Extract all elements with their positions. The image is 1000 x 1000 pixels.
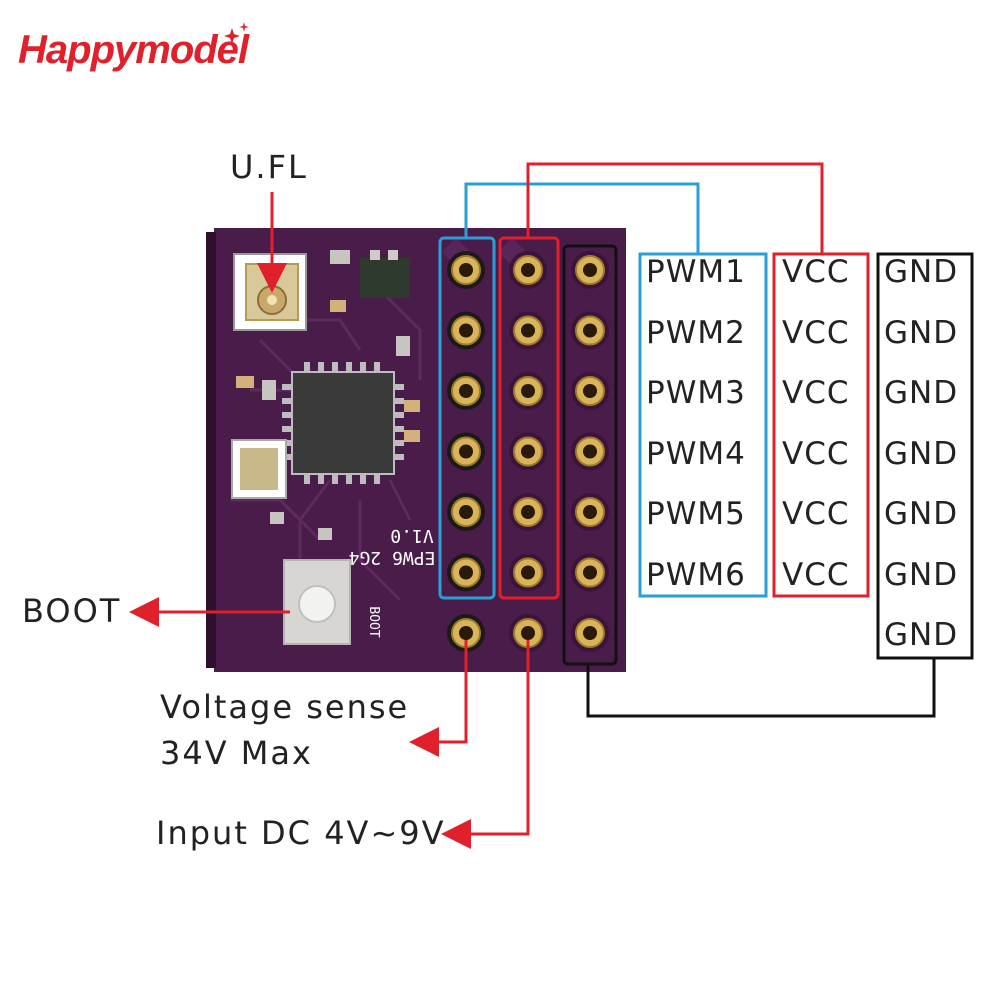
voltage-sense-arrow — [409, 640, 468, 757]
silkscreen: V1.0 EPW6 2G4 BOOT — [349, 525, 436, 638]
vcc-pin-hole — [521, 384, 535, 398]
smd-components — [236, 250, 420, 540]
vcc-pin-hole — [521, 565, 535, 580]
gnd-pin-label: GND — [884, 254, 959, 290]
vcc-label-box — [772, 252, 870, 598]
gnd-pin-label: GND — [884, 314, 959, 351]
silkscreen-version: V1.0 — [390, 525, 433, 546]
pwm-connector-line — [464, 182, 700, 254]
vcc-pin-label: VCC — [782, 556, 850, 593]
pwm-pin-hole — [459, 505, 473, 519]
gnd-pin-label: GND — [884, 375, 959, 411]
gnd-pin-label: GND — [884, 435, 959, 472]
pwm-label-box — [638, 252, 768, 598]
gnd-label-box — [876, 252, 974, 660]
pwm-pin-label: PWM3 — [646, 375, 746, 411]
crystal — [231, 439, 287, 499]
gnd-pin-hole — [583, 444, 597, 459]
gnd-pin-label: GND — [884, 617, 959, 653]
vcc-pin-label: VCC — [782, 435, 850, 472]
pwm-pin-hole — [459, 384, 473, 398]
gnd-connector-line — [586, 658, 936, 718]
vcc-pin-hole — [521, 263, 535, 277]
input-dc-label: Input DC 4V~9V — [156, 814, 446, 852]
input-dc-arrow — [441, 640, 530, 849]
gnd-pin-label: GND — [884, 556, 959, 593]
vcc-pin-label: VCC — [782, 375, 850, 411]
pwm-pin-label: PWM1 — [646, 254, 746, 290]
pwm-pin-hole — [459, 565, 473, 580]
pwm-pin-label: PWM4 — [646, 435, 746, 472]
gnd-pin-hole — [583, 505, 597, 519]
vcc-pin-label: VCC — [782, 496, 850, 532]
gnd-pin-hole — [583, 626, 597, 640]
pwm-pin-label: PWM6 — [646, 556, 746, 593]
gnd-pin-outline — [562, 244, 618, 666]
vcc-pin-label: VCC — [782, 254, 850, 290]
vcc-pin-hole — [521, 323, 535, 338]
gnd-pin-hole — [583, 323, 597, 338]
sparkle-icon — [224, 22, 249, 44]
pwm-pin-hole — [459, 323, 473, 338]
header-pins — [447, 251, 609, 652]
vcc-pin-hole — [521, 444, 535, 459]
vcc-pin-label: VCC — [782, 314, 850, 351]
silkscreen-boot: BOOT — [366, 606, 381, 637]
ufl-connector — [233, 253, 307, 331]
pwm-pin-label: PWM5 — [646, 496, 746, 532]
silkscreen-name: EPW6 2G4 — [349, 547, 436, 568]
pwm-pin-hole — [459, 263, 473, 277]
pwm-pin-label: PWM2 — [646, 314, 746, 351]
gnd-pin-hole — [583, 384, 597, 398]
vcc-pin-hole — [521, 505, 535, 519]
ufl-label: U.FL — [230, 148, 308, 186]
gnd-pin-hole — [583, 263, 597, 277]
pwm-pin-hole — [459, 626, 473, 640]
main-chip — [282, 362, 404, 484]
gnd-pin-label: GND — [884, 496, 959, 532]
boot-button[interactable] — [283, 559, 351, 645]
voltage-sense-label-line1: Voltage sense — [160, 688, 410, 726]
boot-label: BOOT — [22, 592, 122, 630]
pwm-pin-hole — [459, 444, 473, 459]
vcc-pin-hole — [521, 626, 535, 640]
vcc-connector-line — [526, 162, 824, 254]
logo-text: Happymodel — [18, 28, 249, 72]
happymodel-logo: Happymodel — [18, 22, 308, 82]
gnd-pin-hole — [583, 565, 597, 580]
voltage-sense-label-line2: 34V Max — [160, 734, 313, 772]
